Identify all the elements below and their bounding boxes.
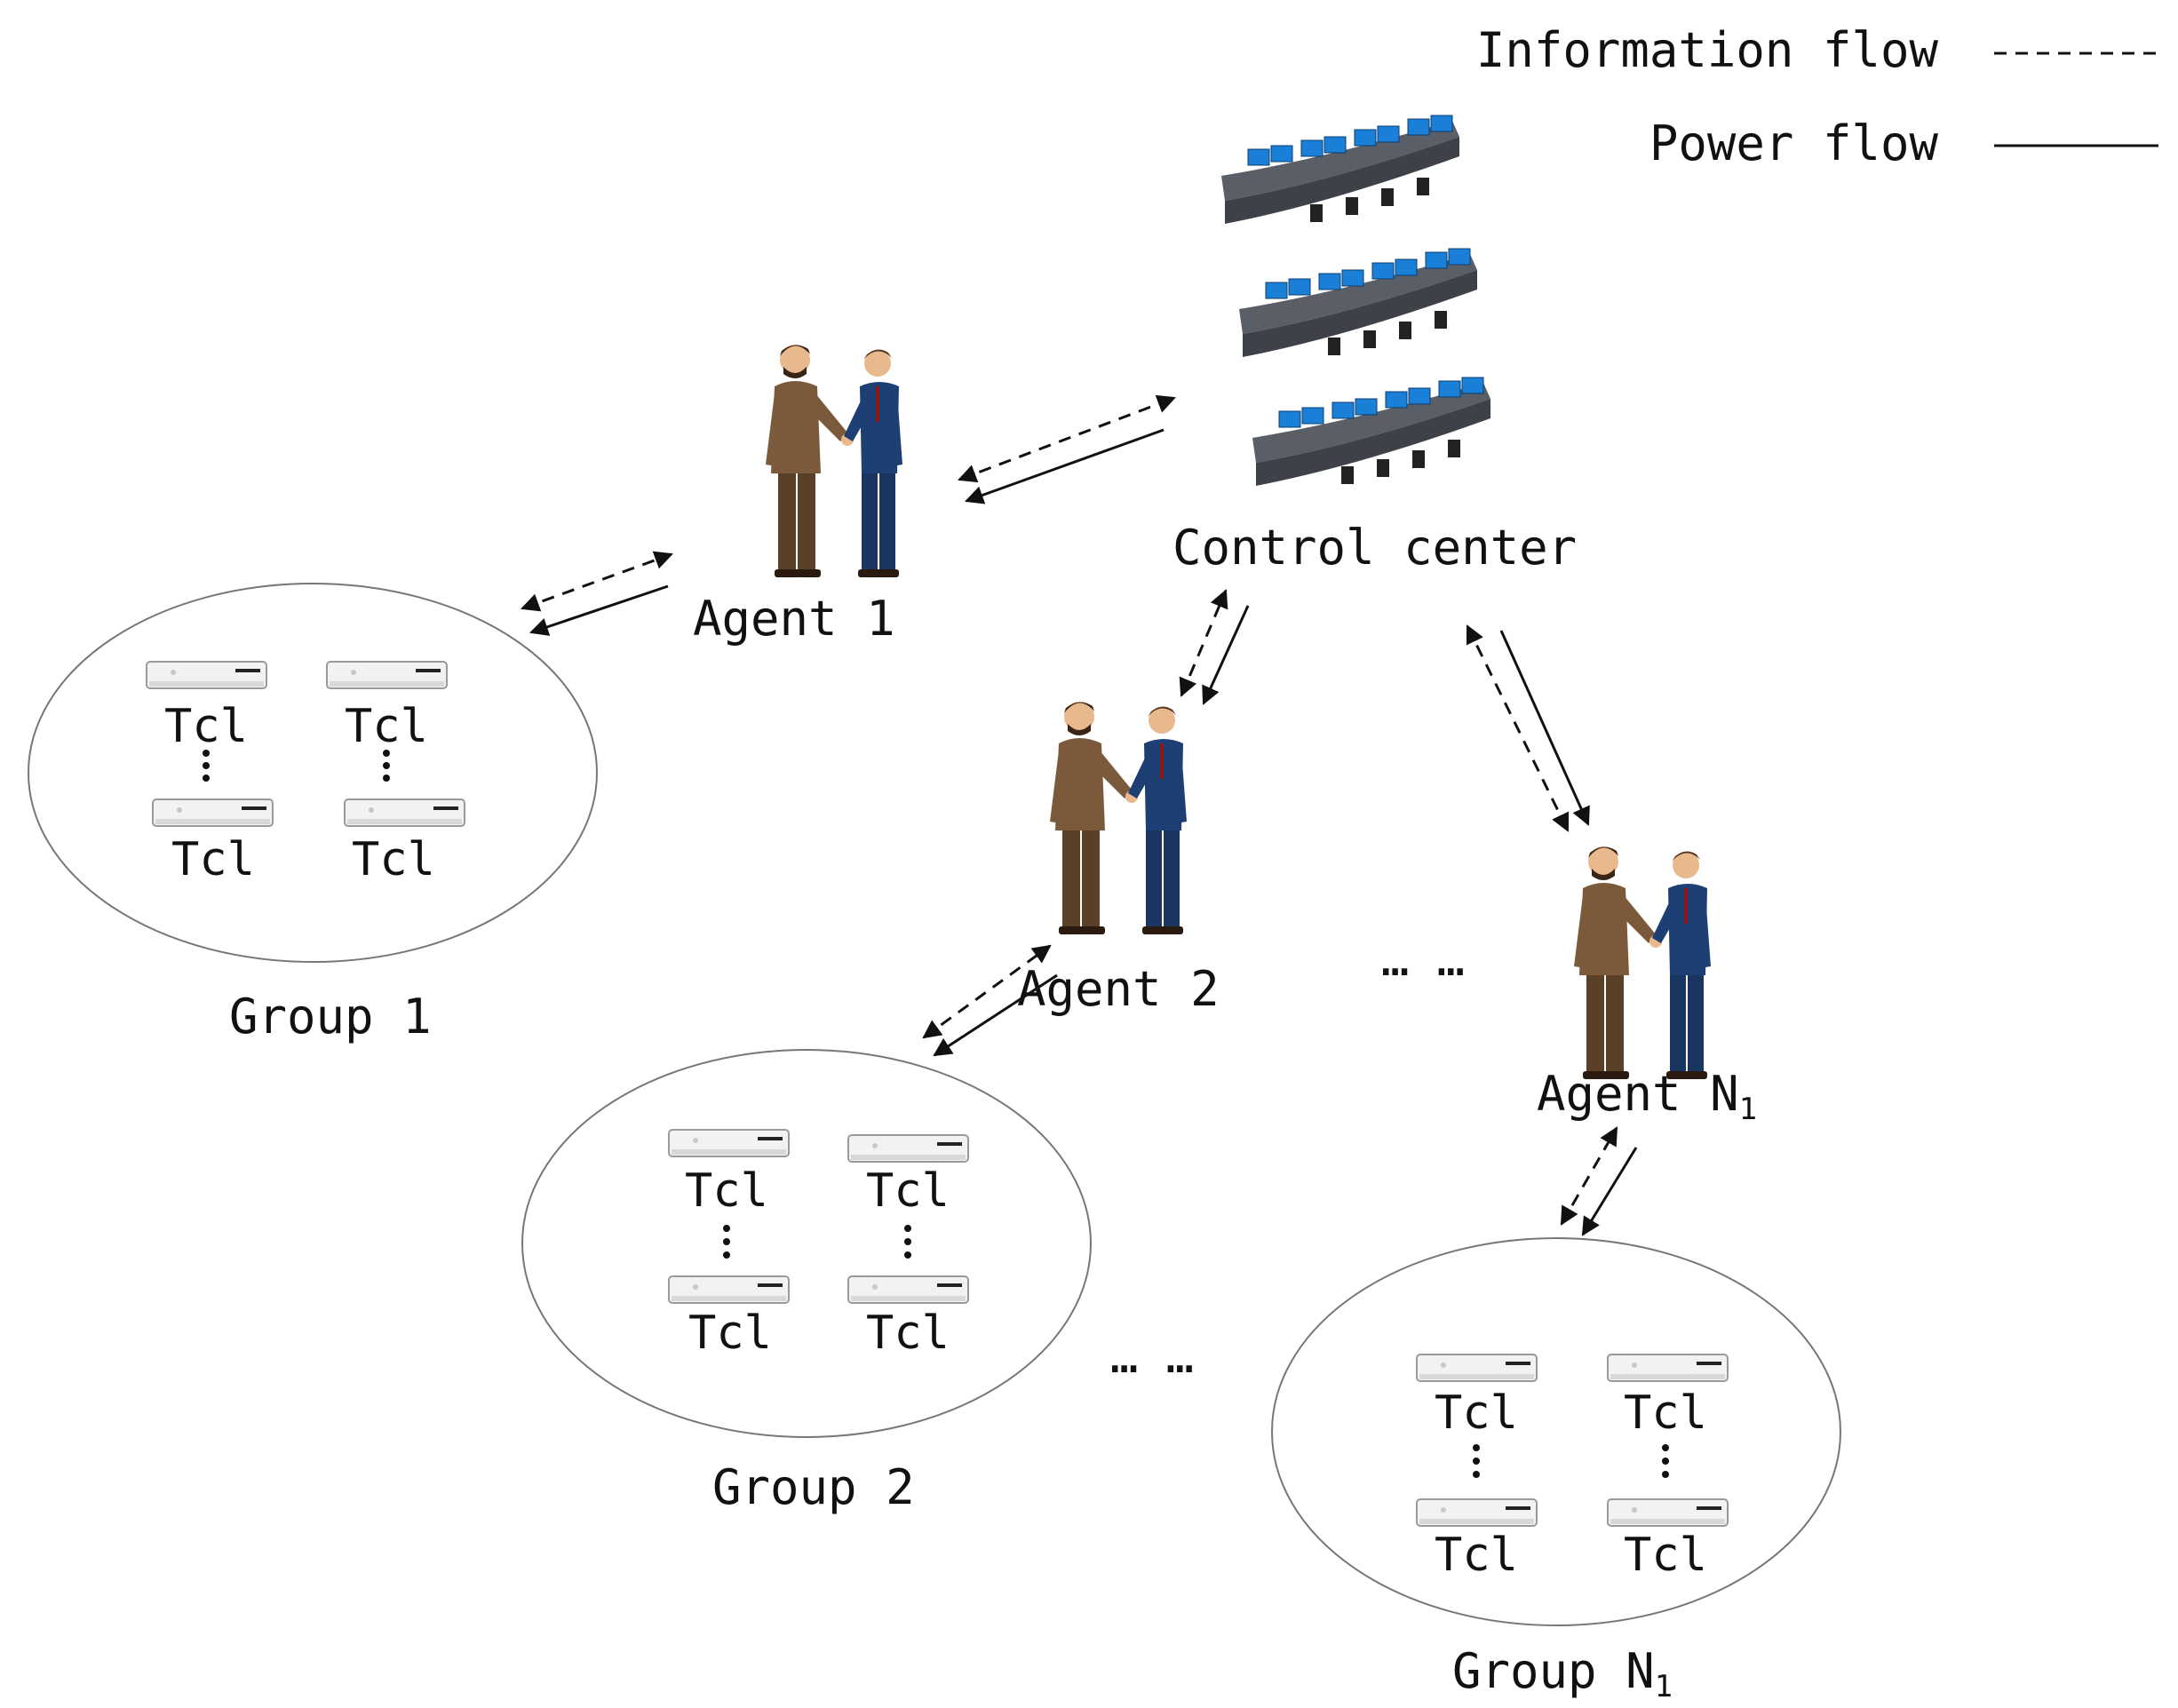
group-2-label: Group 2 bbox=[712, 1459, 915, 1515]
agent-1-label: Agent 1 bbox=[693, 591, 895, 647]
ac-unit-icon bbox=[668, 1275, 790, 1304]
vertical-ellipsis-icon bbox=[383, 750, 390, 782]
group-n1-ellipse bbox=[1271, 1237, 1841, 1626]
tcl-label: Tcl bbox=[685, 1164, 768, 1218]
vertical-ellipsis-icon bbox=[203, 750, 210, 782]
ac-unit-icon bbox=[152, 798, 274, 827]
tcl-label: Tcl bbox=[1624, 1529, 1707, 1582]
information-flow-arrow bbox=[922, 944, 1052, 1039]
ac-unit-icon bbox=[1607, 1498, 1729, 1527]
power-flow-arrow bbox=[1202, 605, 1250, 705]
ac-unit-icon bbox=[344, 798, 465, 827]
information-flow-arrow bbox=[1466, 624, 1570, 832]
power-flow-arrow bbox=[933, 973, 1058, 1057]
information-flow-arrow bbox=[958, 394, 1176, 483]
agent-n1-label: Agent N1 bbox=[1537, 1066, 1757, 1127]
tcl-label: Tcl bbox=[1435, 1386, 1518, 1440]
ac-unit-icon bbox=[1607, 1354, 1729, 1382]
control-center-label: Control center bbox=[1172, 520, 1577, 576]
vertical-ellipsis-icon bbox=[1662, 1444, 1669, 1478]
ellipsis-agents: … … bbox=[1381, 933, 1465, 987]
ac-unit-icon bbox=[847, 1275, 969, 1304]
control-console-icon bbox=[1238, 248, 1478, 358]
ac-unit-icon bbox=[326, 661, 448, 689]
legend-power-flow-label: Power flow bbox=[1649, 115, 1939, 171]
tcl-label: Tcl bbox=[866, 1307, 950, 1360]
group-1-label: Group 1 bbox=[229, 989, 432, 1045]
group-n1-label: Group N1 bbox=[1452, 1643, 1673, 1704]
information-flow-arrow bbox=[1179, 589, 1228, 697]
tcl-label: Tcl bbox=[866, 1164, 950, 1218]
ac-unit-icon bbox=[1416, 1354, 1538, 1382]
information-flow-arrow bbox=[521, 551, 673, 612]
tcl-label: Tcl bbox=[1435, 1529, 1518, 1582]
ellipsis-groups: … … bbox=[1110, 1331, 1194, 1384]
vertical-ellipsis-icon bbox=[1473, 1444, 1480, 1478]
tcl-label: Tcl bbox=[688, 1307, 772, 1360]
tcl-label: Tcl bbox=[352, 833, 435, 886]
legend-information-flow-label: Information flow bbox=[1476, 22, 1939, 78]
agent-n1-people-icon bbox=[1574, 846, 1711, 1079]
vertical-ellipsis-icon bbox=[723, 1225, 730, 1259]
agent-1-people-icon bbox=[766, 345, 902, 577]
group-1-ellipse bbox=[28, 583, 598, 963]
group-2-ellipse bbox=[521, 1049, 1092, 1438]
vertical-ellipsis-icon bbox=[904, 1225, 911, 1259]
power-flow-arrow bbox=[965, 428, 1165, 504]
agent-2-people-icon bbox=[1050, 702, 1187, 934]
agent-2-label: Agent 2 bbox=[1017, 961, 1220, 1017]
power-flow-arrow bbox=[1499, 630, 1590, 826]
ac-unit-icon bbox=[668, 1129, 790, 1157]
tcl-label: Tcl bbox=[1624, 1386, 1707, 1440]
ac-unit-icon bbox=[1416, 1498, 1538, 1527]
tcl-label: Tcl bbox=[171, 833, 255, 886]
control-console-icon bbox=[1220, 115, 1460, 225]
power-flow-arrow bbox=[529, 584, 669, 636]
information-flow-arrow bbox=[1560, 1126, 1618, 1226]
tcl-label: Tcl bbox=[345, 700, 428, 753]
ac-unit-icon bbox=[146, 661, 267, 689]
control-console-icon bbox=[1252, 377, 1491, 487]
ac-unit-icon bbox=[847, 1134, 969, 1163]
tcl-label: Tcl bbox=[164, 700, 248, 753]
power-flow-arrow bbox=[1581, 1147, 1638, 1236]
